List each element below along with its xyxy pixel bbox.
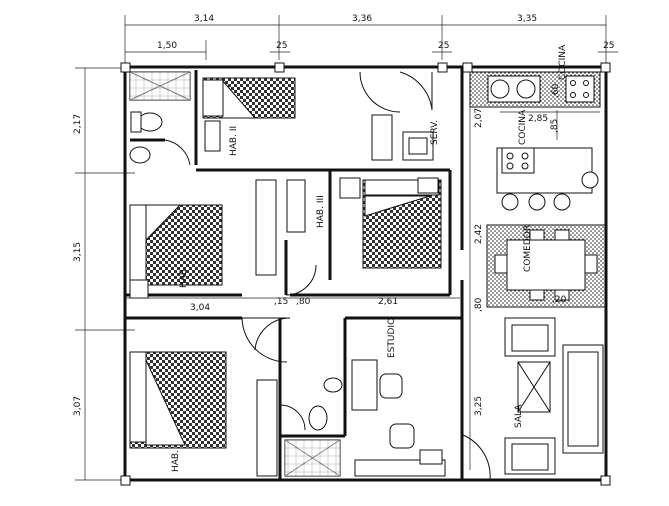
interior-dim-2-42: 2,42	[474, 224, 484, 244]
interior-dim-80: ,80	[296, 297, 311, 307]
top-sub-dim-1: 1,50	[157, 41, 177, 51]
interior-dim-2-07: 2,07	[474, 108, 484, 128]
left-dim-3: 3,07	[73, 396, 83, 416]
top-dim-1: 3,14	[194, 14, 214, 24]
left-dim-2: 3,15	[73, 242, 83, 262]
interior-dim-2-61: 2,61	[378, 297, 398, 307]
left-dim-1: 2,17	[73, 114, 83, 134]
interior-dimension-lines	[125, 100, 600, 470]
bedroom-hab-iii	[286, 177, 442, 269]
interior-dim-60: ,60	[551, 83, 561, 98]
top-dim-2: 3,36	[352, 14, 372, 24]
bedroom-bottom	[129, 351, 278, 477]
interior-dim-80b: ,80	[474, 297, 484, 312]
interior-dim-2-85: 2,85	[528, 114, 548, 124]
exterior-walls	[120, 62, 611, 486]
study-area	[351, 359, 446, 477]
room-label-cocina-mid: COCINA	[518, 109, 528, 145]
service-area	[371, 114, 434, 161]
interior-dim-3-04: 3,04	[190, 303, 210, 313]
interior-dim-20: ,20	[552, 295, 567, 305]
top-dimension-lines	[124, 15, 618, 75]
kitchen	[469, 71, 601, 211]
room-label-estudio: ESTUDIO	[387, 318, 397, 358]
interior-dim-15: ,15	[274, 297, 288, 307]
door-swings	[164, 71, 491, 481]
dining-area	[486, 224, 606, 308]
room-label-serv: SERV.	[430, 120, 440, 145]
living-area	[504, 317, 604, 475]
room-label-sala: SALA	[514, 404, 524, 428]
room-label-hab-ii: HAB. II	[229, 126, 239, 156]
bathroom-bottom	[284, 377, 343, 477]
room-label-hab-iii: HAB. III	[316, 195, 326, 228]
top-sub-dim-2: 25	[276, 41, 287, 51]
top-sub-dim-4: 25	[603, 41, 614, 51]
bathroom-top	[129, 71, 191, 164]
interior-dim-3-25: 3,25	[474, 396, 484, 416]
top-sub-dim-3: 25	[438, 41, 449, 51]
bedroom-hab-ii	[202, 77, 296, 152]
interior-dim-85: ,85	[550, 119, 560, 133]
top-dim-3: 3,35	[517, 14, 537, 24]
interior-walls	[125, 67, 464, 480]
room-label-hab-left: HAB.	[179, 266, 189, 288]
bedroom-left	[129, 179, 277, 299]
room-label-cocina-top: COCINA	[558, 44, 568, 80]
room-label-comedor: COMEDOR	[523, 225, 533, 272]
room-label-hab-bottom: HAB.	[171, 450, 181, 472]
